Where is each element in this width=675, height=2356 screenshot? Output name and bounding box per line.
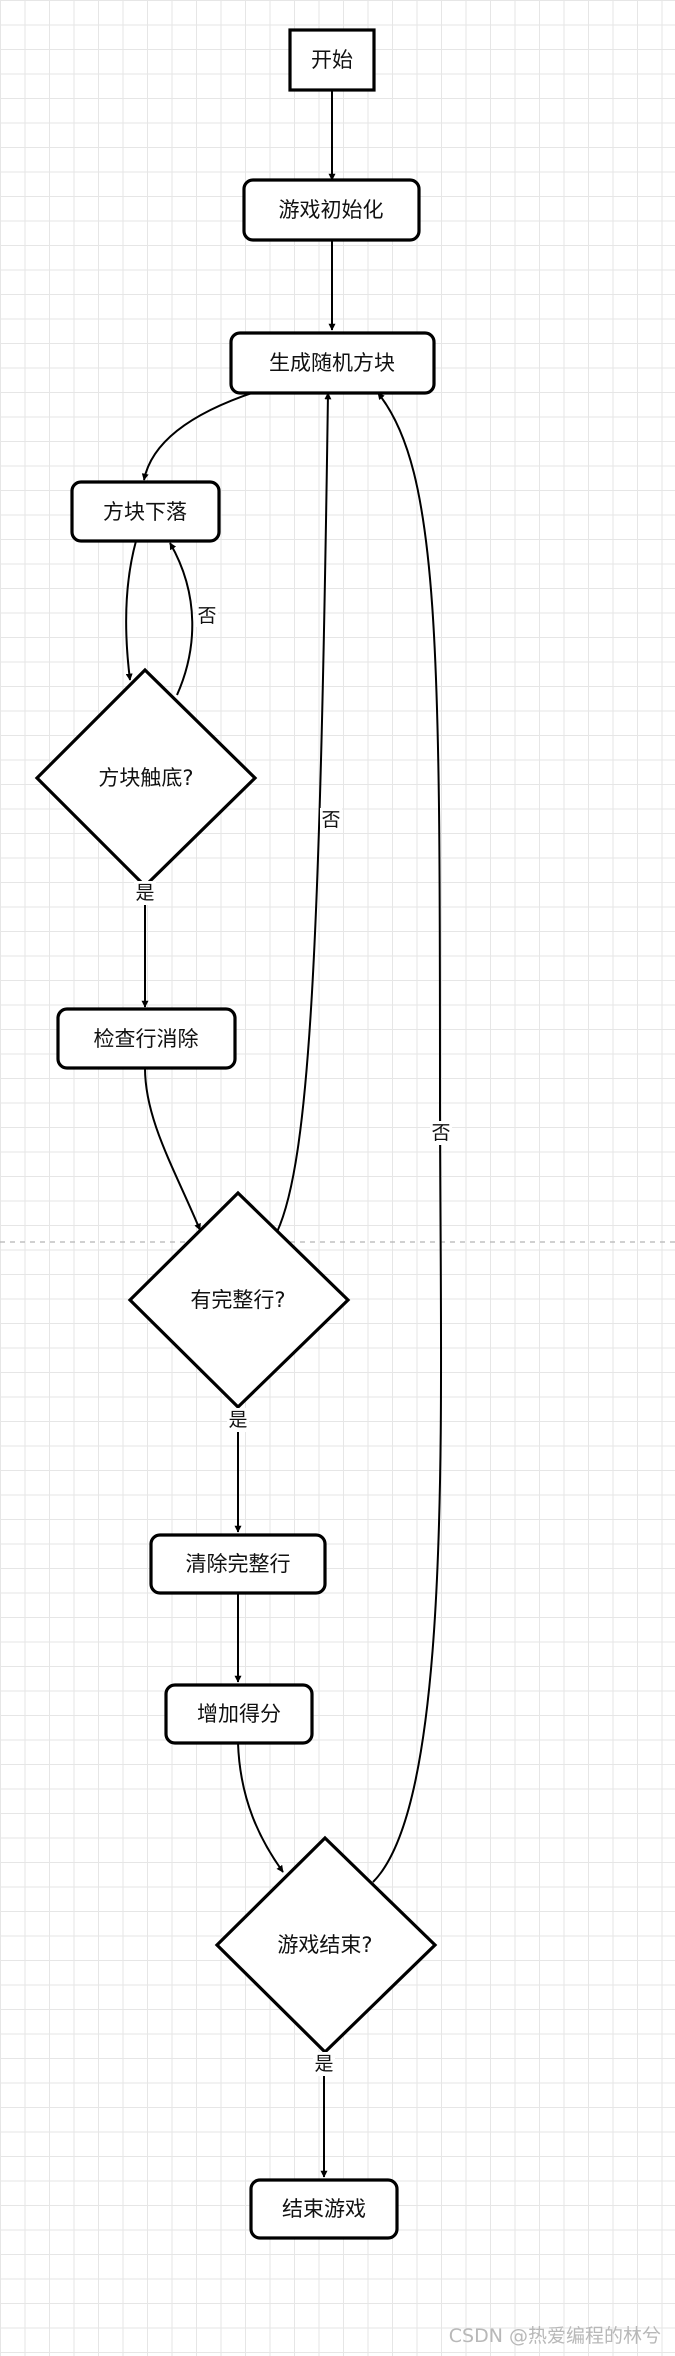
full-no-label-group: 否 <box>320 808 342 832</box>
full-yes-label-group: 是 <box>227 1408 249 1432</box>
check-clear-node: 检查行消除 <box>56 1007 237 1070</box>
clear-rows-node: 清除完整行 <box>149 1533 327 1595</box>
add-score-node: 增加得分 <box>164 1683 314 1745</box>
edge-gen-to-fall <box>141 391 256 481</box>
over-no-label-group: 否 <box>430 1121 452 1145</box>
touch-bottom-decision-label: 方块触底? <box>98 766 193 790</box>
edge-score-to-over <box>237 1742 284 1873</box>
game-over-decision-label: 游戏结束? <box>277 1933 372 1957</box>
full-yes-label: 是 <box>228 1409 247 1431</box>
edge-touch-no-to-fall <box>169 542 194 696</box>
block-fall-node-label: 方块下落 <box>103 500 187 524</box>
touch-yes-label: 是 <box>135 882 154 904</box>
has-full-row-decision: 有完整行? <box>127 1190 351 1410</box>
init-node: 游戏初始化 <box>242 178 421 242</box>
full-no-label: 否 <box>321 809 340 831</box>
over-yes-label: 是 <box>314 2053 333 2075</box>
csdn-watermark: CSDN @热爱编程的林兮 <box>448 2325 661 2347</box>
edge-full-no-to-gen <box>276 392 332 1233</box>
has-full-row-decision-label: 有完整行? <box>190 1288 285 1312</box>
game-over-decision: 游戏结束? <box>214 1835 438 2055</box>
touch-bottom-decision: 方块触底? <box>34 667 258 889</box>
over-no-label: 否 <box>431 1122 450 1144</box>
start-node-label: 开始 <box>311 48 353 72</box>
check-clear-node-label: 检查行消除 <box>94 1027 199 1051</box>
touch-no-label: 否 <box>197 605 216 627</box>
end-game-node-label: 结束游戏 <box>282 2197 366 2221</box>
block-fall-node: 方块下落 <box>70 480 221 543</box>
edge-over-no-to-gen <box>372 392 443 1883</box>
init-node-label: 游戏初始化 <box>279 198 384 222</box>
start-node: 开始 <box>288 28 376 92</box>
end-game-node: 结束游戏 <box>249 2178 399 2240</box>
clear-rows-node-label: 清除完整行 <box>186 1552 291 1576</box>
edge-fall-to-touch <box>125 540 137 681</box>
over-yes-label-group: 是 <box>313 2052 335 2076</box>
touch-no-label-group: 否 <box>196 603 218 627</box>
edge-check-to-full <box>144 1067 201 1231</box>
gen-block-node-label: 生成随机方块 <box>269 351 395 375</box>
add-score-node-label: 增加得分 <box>197 1702 281 1726</box>
gen-block-node: 生成随机方块 <box>229 331 436 395</box>
touch-yes-label-group: 是 <box>134 881 156 905</box>
